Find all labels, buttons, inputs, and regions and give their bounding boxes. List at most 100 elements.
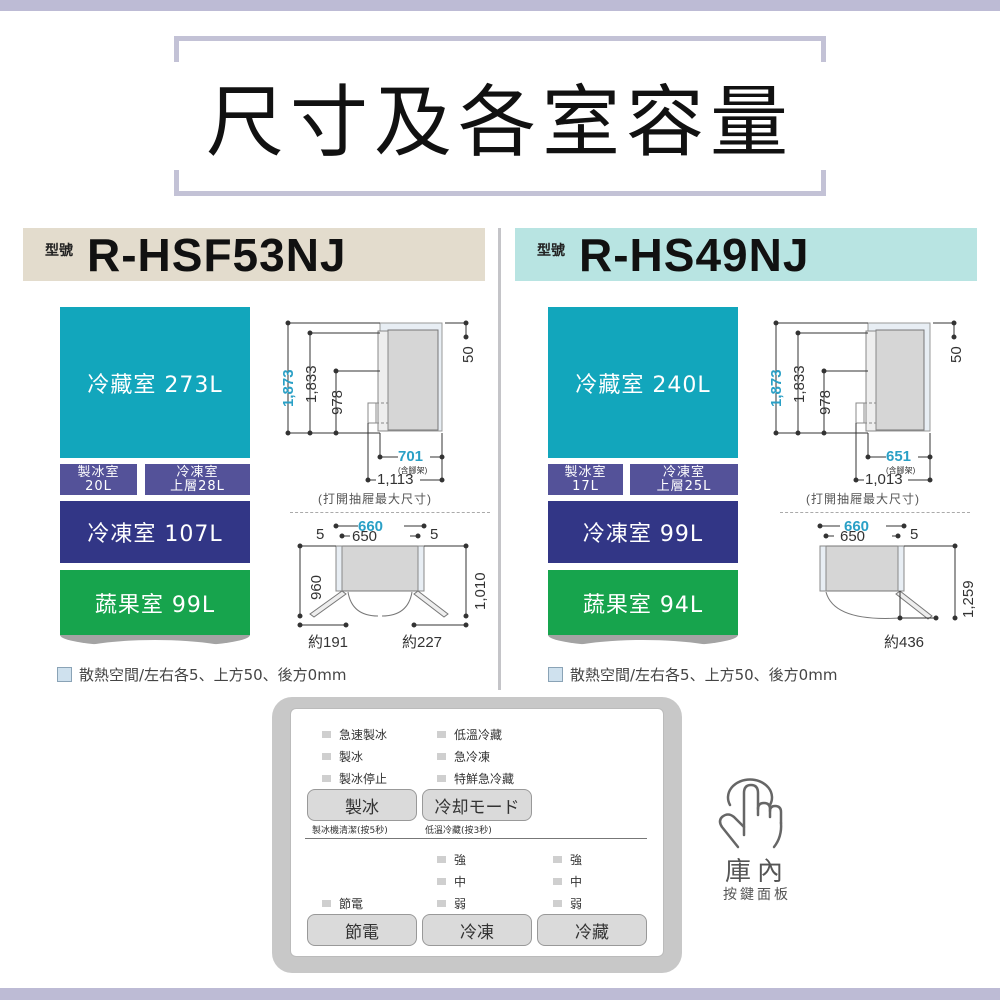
indicator-light-icon xyxy=(322,753,331,760)
top-view-diagram-right: 660 650 5 1,259 約436 xyxy=(800,518,980,653)
dim-depth-right: 1,259 xyxy=(960,580,977,618)
indicator-light-icon xyxy=(437,856,446,863)
dim-height-2: 1,833 xyxy=(303,365,320,403)
ice-clean-note: 製冰機清潔(按5秒) xyxy=(312,826,388,836)
freeze-level-strong: 強 xyxy=(437,851,466,868)
dim-height-2: 1,833 xyxy=(791,365,808,403)
dim-total-width: 660 xyxy=(844,518,870,535)
dim-depth-note: (含腳架) xyxy=(886,466,916,475)
ice-room-compartment: 製冰室 17L xyxy=(548,464,623,495)
upper-freezer-label: 冷凍室 xyxy=(176,464,219,480)
fridge-capacity-right: 冷藏室 240L 製冰室 17L 冷凍室 上層25L 冷凍室 99L 蔬果室 9… xyxy=(548,307,738,654)
indicator-light-icon xyxy=(437,900,446,907)
title-frame-corner xyxy=(174,36,179,62)
refrigerator-label: 冷藏室 273L xyxy=(87,372,223,398)
separator-dashed xyxy=(780,512,970,513)
dim-top-clearance: 50 xyxy=(460,346,477,363)
freezer-compartment: 冷凍室 107L xyxy=(60,501,250,563)
indicator-light-icon xyxy=(437,775,446,782)
freezer-button[interactable]: 冷凍 xyxy=(422,914,532,946)
dim-depth-open: 1,013 xyxy=(865,471,903,488)
upper-freezer-volume: 上層25L xyxy=(656,478,712,494)
indicator-special-chill: 特鮮急冷藏 xyxy=(437,770,514,787)
indicator-light-icon xyxy=(322,731,331,738)
model-name: R-HS49NJ xyxy=(579,228,810,281)
model-header-left: 型號 R-HSF53NJ xyxy=(23,228,485,281)
upper-freezer-label: 冷凍室 xyxy=(662,464,705,480)
indicator-ice: 製冰 xyxy=(322,748,363,765)
upper-freezer-compartment: 冷凍室 上層25L xyxy=(630,464,738,495)
model-name: R-HSF53NJ xyxy=(87,228,347,281)
heat-note-text: 散熱空間/左右各5、上方50、後方0mm xyxy=(570,666,838,684)
dim-depth: 701 xyxy=(398,448,424,465)
dim-right-gap: 5 xyxy=(430,526,439,543)
upper-freezer-compartment: 冷凍室 上層28L xyxy=(145,464,250,495)
dim-depth: 651 xyxy=(886,448,912,465)
eco-button[interactable]: 節電 xyxy=(307,914,417,946)
dim-width: 650 xyxy=(352,528,378,545)
vegetable-label: 蔬果室 99L xyxy=(94,592,216,618)
refrigerator-compartment: 冷藏室 273L xyxy=(60,307,250,458)
dim-door-right: 約227 xyxy=(402,634,443,651)
model-prefix: 型號 xyxy=(537,242,565,259)
touch-label-subtitle: 按鍵面板 xyxy=(723,887,791,903)
page-title: 尺寸及各室容量 xyxy=(205,78,794,168)
indicator-eco: 節電 xyxy=(322,895,363,912)
low-temp-note: 低溫冷藏(按3秒) xyxy=(425,826,492,836)
dim-left-gap: 5 xyxy=(316,526,325,543)
indicator-light-icon xyxy=(553,900,562,907)
dim-right-gap: 5 xyxy=(910,526,919,543)
ice-room-volume: 17L xyxy=(572,478,599,494)
dim-height-3: 978 xyxy=(329,389,346,415)
freezer-label: 冷凍室 107L xyxy=(87,522,223,547)
freeze-level-weak: 弱 xyxy=(437,895,466,912)
dim-total-width: 660 xyxy=(358,518,384,535)
indicator-light-icon xyxy=(437,753,446,760)
indicator-low-temp-fridge: 低溫冷藏 xyxy=(437,726,502,743)
cooling-mode-button[interactable]: 冷却モード xyxy=(422,789,532,821)
freeze-level-medium: 中 xyxy=(437,873,466,890)
ice-button[interactable]: 製冰 xyxy=(307,789,417,821)
vegetable-compartment: 蔬果室 99L xyxy=(60,570,250,635)
indicator-light-icon xyxy=(553,878,562,885)
model-prefix: 型號 xyxy=(45,242,73,259)
panel-divider xyxy=(305,838,647,839)
ice-room-compartment: 製冰室 20L xyxy=(60,464,137,495)
indicator-light-icon xyxy=(553,856,562,863)
indicator-quick-freeze: 急冷凍 xyxy=(437,748,490,765)
indicator-light-icon xyxy=(322,775,331,782)
upper-freezer-volume: 上層28L xyxy=(170,478,225,494)
vegetable-compartment: 蔬果室 94L xyxy=(548,570,738,635)
dim-total-height: 1,873 xyxy=(280,369,297,407)
fridge-level-strong: 強 xyxy=(553,851,582,868)
title-frame-corner xyxy=(821,170,826,196)
refrigerator-label: 冷藏室 240L xyxy=(575,372,711,398)
dim-total-height: 1,873 xyxy=(768,369,785,407)
fridge-level-weak: 弱 xyxy=(553,895,582,912)
dim-height-3: 978 xyxy=(817,389,834,415)
title-frame-corner xyxy=(174,170,179,196)
dim-door-left: 約191 xyxy=(308,634,349,651)
fridge-button[interactable]: 冷藏 xyxy=(537,914,647,946)
open-drawer-note: (打開抽屜最大尺寸) xyxy=(806,492,920,506)
indicator-light-icon xyxy=(437,731,446,738)
title-frame-corner xyxy=(821,36,826,62)
side-view-diagram-left: 1,873 1,833 978 50 701 (含腳架) 1,113 (打開抽屜… xyxy=(270,315,490,506)
dim-depth-left: 960 xyxy=(308,574,325,600)
heat-legend-square-icon xyxy=(548,667,563,682)
bottom-accent-bar xyxy=(0,988,1000,1000)
ice-room-volume: 20L xyxy=(85,478,112,494)
indicator-light-icon xyxy=(322,900,331,907)
freezer-compartment: 冷凍室 99L xyxy=(548,501,738,563)
title-frame-bottom xyxy=(174,191,826,196)
heat-legend-square-icon xyxy=(57,667,72,682)
separator-dashed xyxy=(290,512,490,513)
heat-dissipation-note-left: 散熱空間/左右各5、上方50、後方0mm xyxy=(57,664,346,685)
touch-hand-icon xyxy=(700,775,810,915)
dim-depth-open: 1,113 xyxy=(377,471,414,488)
ice-room-label: 製冰室 xyxy=(77,464,120,480)
dim-door: 約436 xyxy=(884,634,925,651)
side-view-drawing xyxy=(285,320,469,483)
indicator-light-icon xyxy=(437,878,446,885)
fridge-level-medium: 中 xyxy=(553,873,582,890)
